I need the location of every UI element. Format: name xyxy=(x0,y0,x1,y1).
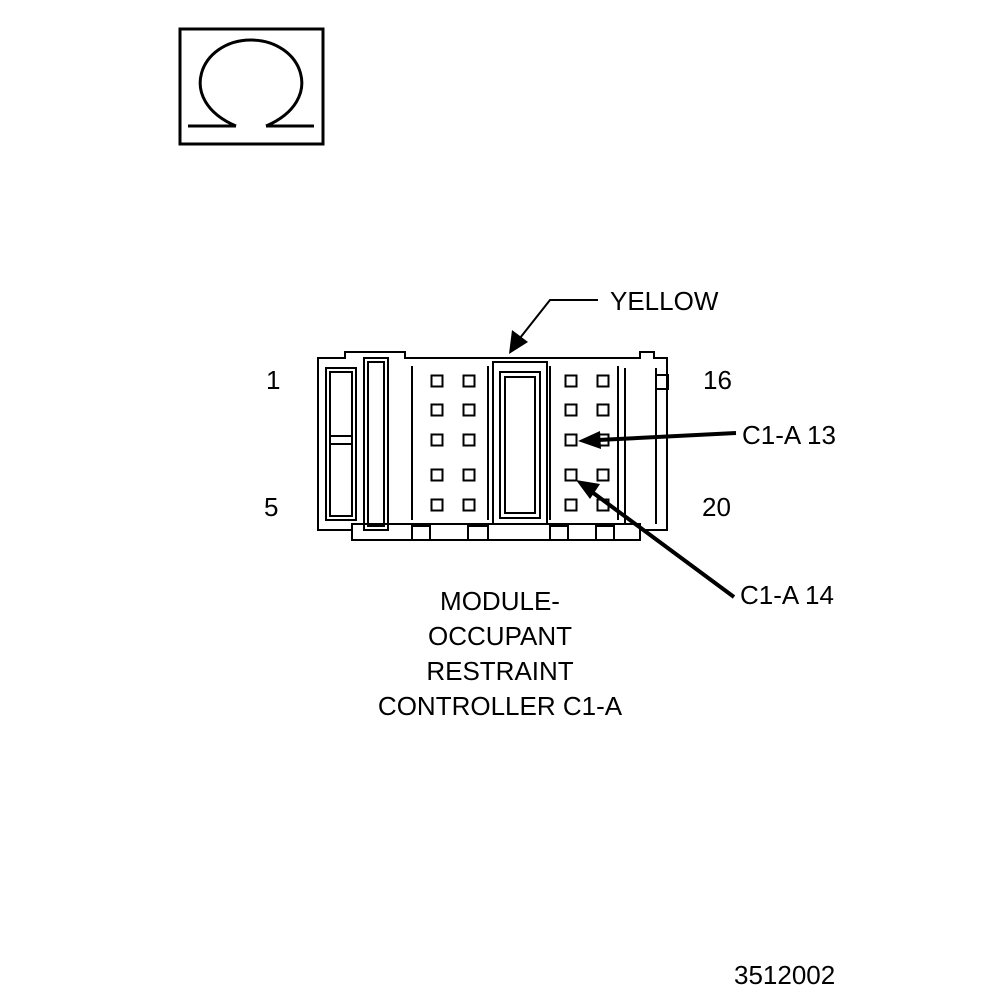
pin-cavity xyxy=(430,374,444,388)
pin-cavity xyxy=(564,433,578,447)
pin-cavity xyxy=(462,403,476,417)
pin-label-16: 16 xyxy=(703,365,732,395)
pin-cavity xyxy=(430,403,444,417)
callout-arrow-13 xyxy=(578,431,737,449)
connector-name-line-4: CONTROLLER C1-A xyxy=(377,691,623,721)
pin-cavity xyxy=(462,498,476,512)
pin-label-5: 5 xyxy=(264,492,279,522)
ohm-icon xyxy=(178,27,325,146)
pin-cavity xyxy=(430,468,444,482)
callout-label-14: C1-A 14 xyxy=(740,580,834,610)
pin-label-1: 1 xyxy=(266,365,281,395)
pin-cavity xyxy=(596,374,610,388)
figure-number: 3512002 xyxy=(734,960,836,990)
pin-cavity xyxy=(564,468,578,482)
connector-name: MODULE- OCCUPANT RESTRAINT CONTROLLER C1… xyxy=(330,584,670,724)
pin-cavity xyxy=(462,374,476,388)
connector-name-line-3: RESTRAINT xyxy=(426,656,574,686)
color-label: YELLOW xyxy=(610,286,719,316)
pin-cavity xyxy=(564,374,578,388)
pin-cavity xyxy=(462,468,476,482)
callout-label-13: C1-A 13 xyxy=(742,420,836,450)
color-leader xyxy=(509,299,598,354)
pin-cavity xyxy=(564,498,578,512)
callout-arrow-14 xyxy=(576,480,736,599)
pin-cavities xyxy=(430,374,610,512)
pin-cavity xyxy=(462,433,476,447)
pin-cavity xyxy=(430,498,444,512)
pin-cavity xyxy=(564,403,578,417)
connector-name-line-2: OCCUPANT xyxy=(428,621,572,651)
pin-cavity xyxy=(430,433,444,447)
connector-name-line-1: MODULE- xyxy=(440,586,560,616)
pin-cavity xyxy=(596,468,610,482)
pin-label-20: 20 xyxy=(702,492,731,522)
pin-cavity xyxy=(596,403,610,417)
